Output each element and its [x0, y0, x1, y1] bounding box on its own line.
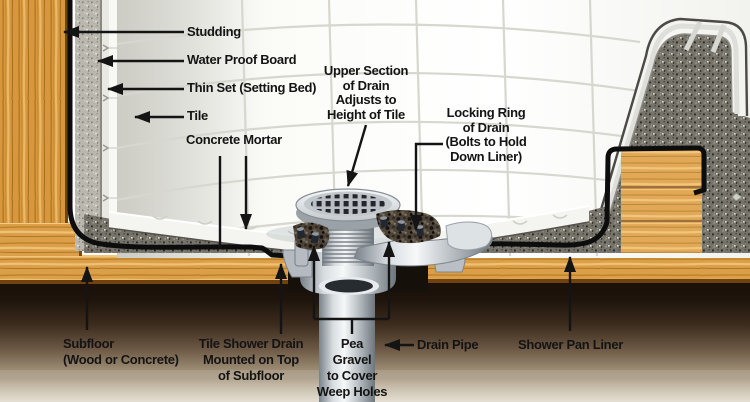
shower-pan-liner-line	[67, 0, 707, 259]
label-studding: Studding	[187, 24, 241, 39]
label-tile: Tile	[187, 108, 208, 123]
label-drain-pipe: Drain Pipe	[417, 337, 479, 352]
drain-grate	[295, 188, 401, 230]
label-concrete-mortar: Concrete Mortar	[186, 132, 282, 147]
label-pea-gravel: Pea Gravel to Cover Weep Holes	[316, 336, 388, 399]
label-tile-shower-drain: Tile Shower Drain Mounted on Top of Subf…	[198, 336, 304, 383]
shower-curb	[596, 15, 750, 253]
label-locking-ring: Locking Ring of Drain (Bolts to Hold Dow…	[445, 105, 527, 164]
drain-assembly	[282, 188, 493, 402]
label-thin-set: Thin Set (Setting Bed)	[187, 80, 317, 95]
drain-pipe	[319, 290, 375, 402]
label-shower-pan-liner: Shower Pan Liner	[518, 337, 624, 352]
leader-lines	[63, 26, 576, 351]
tile-cross-section	[109, 0, 117, 222]
label-water-proof-board: Water Proof Board	[187, 52, 297, 67]
label-upper-section-of-drain: Upper Section of Drain Adjusts to Height…	[323, 63, 409, 122]
curb-wood-blocking	[621, 150, 702, 253]
thin-set-layer	[102, 0, 110, 240]
drain-body-opening	[319, 277, 379, 295]
pea-gravel	[293, 210, 441, 250]
label-subfloor: Subfloor (Wood or Concrete)	[63, 336, 179, 367]
waterproof-board	[75, 0, 102, 251]
